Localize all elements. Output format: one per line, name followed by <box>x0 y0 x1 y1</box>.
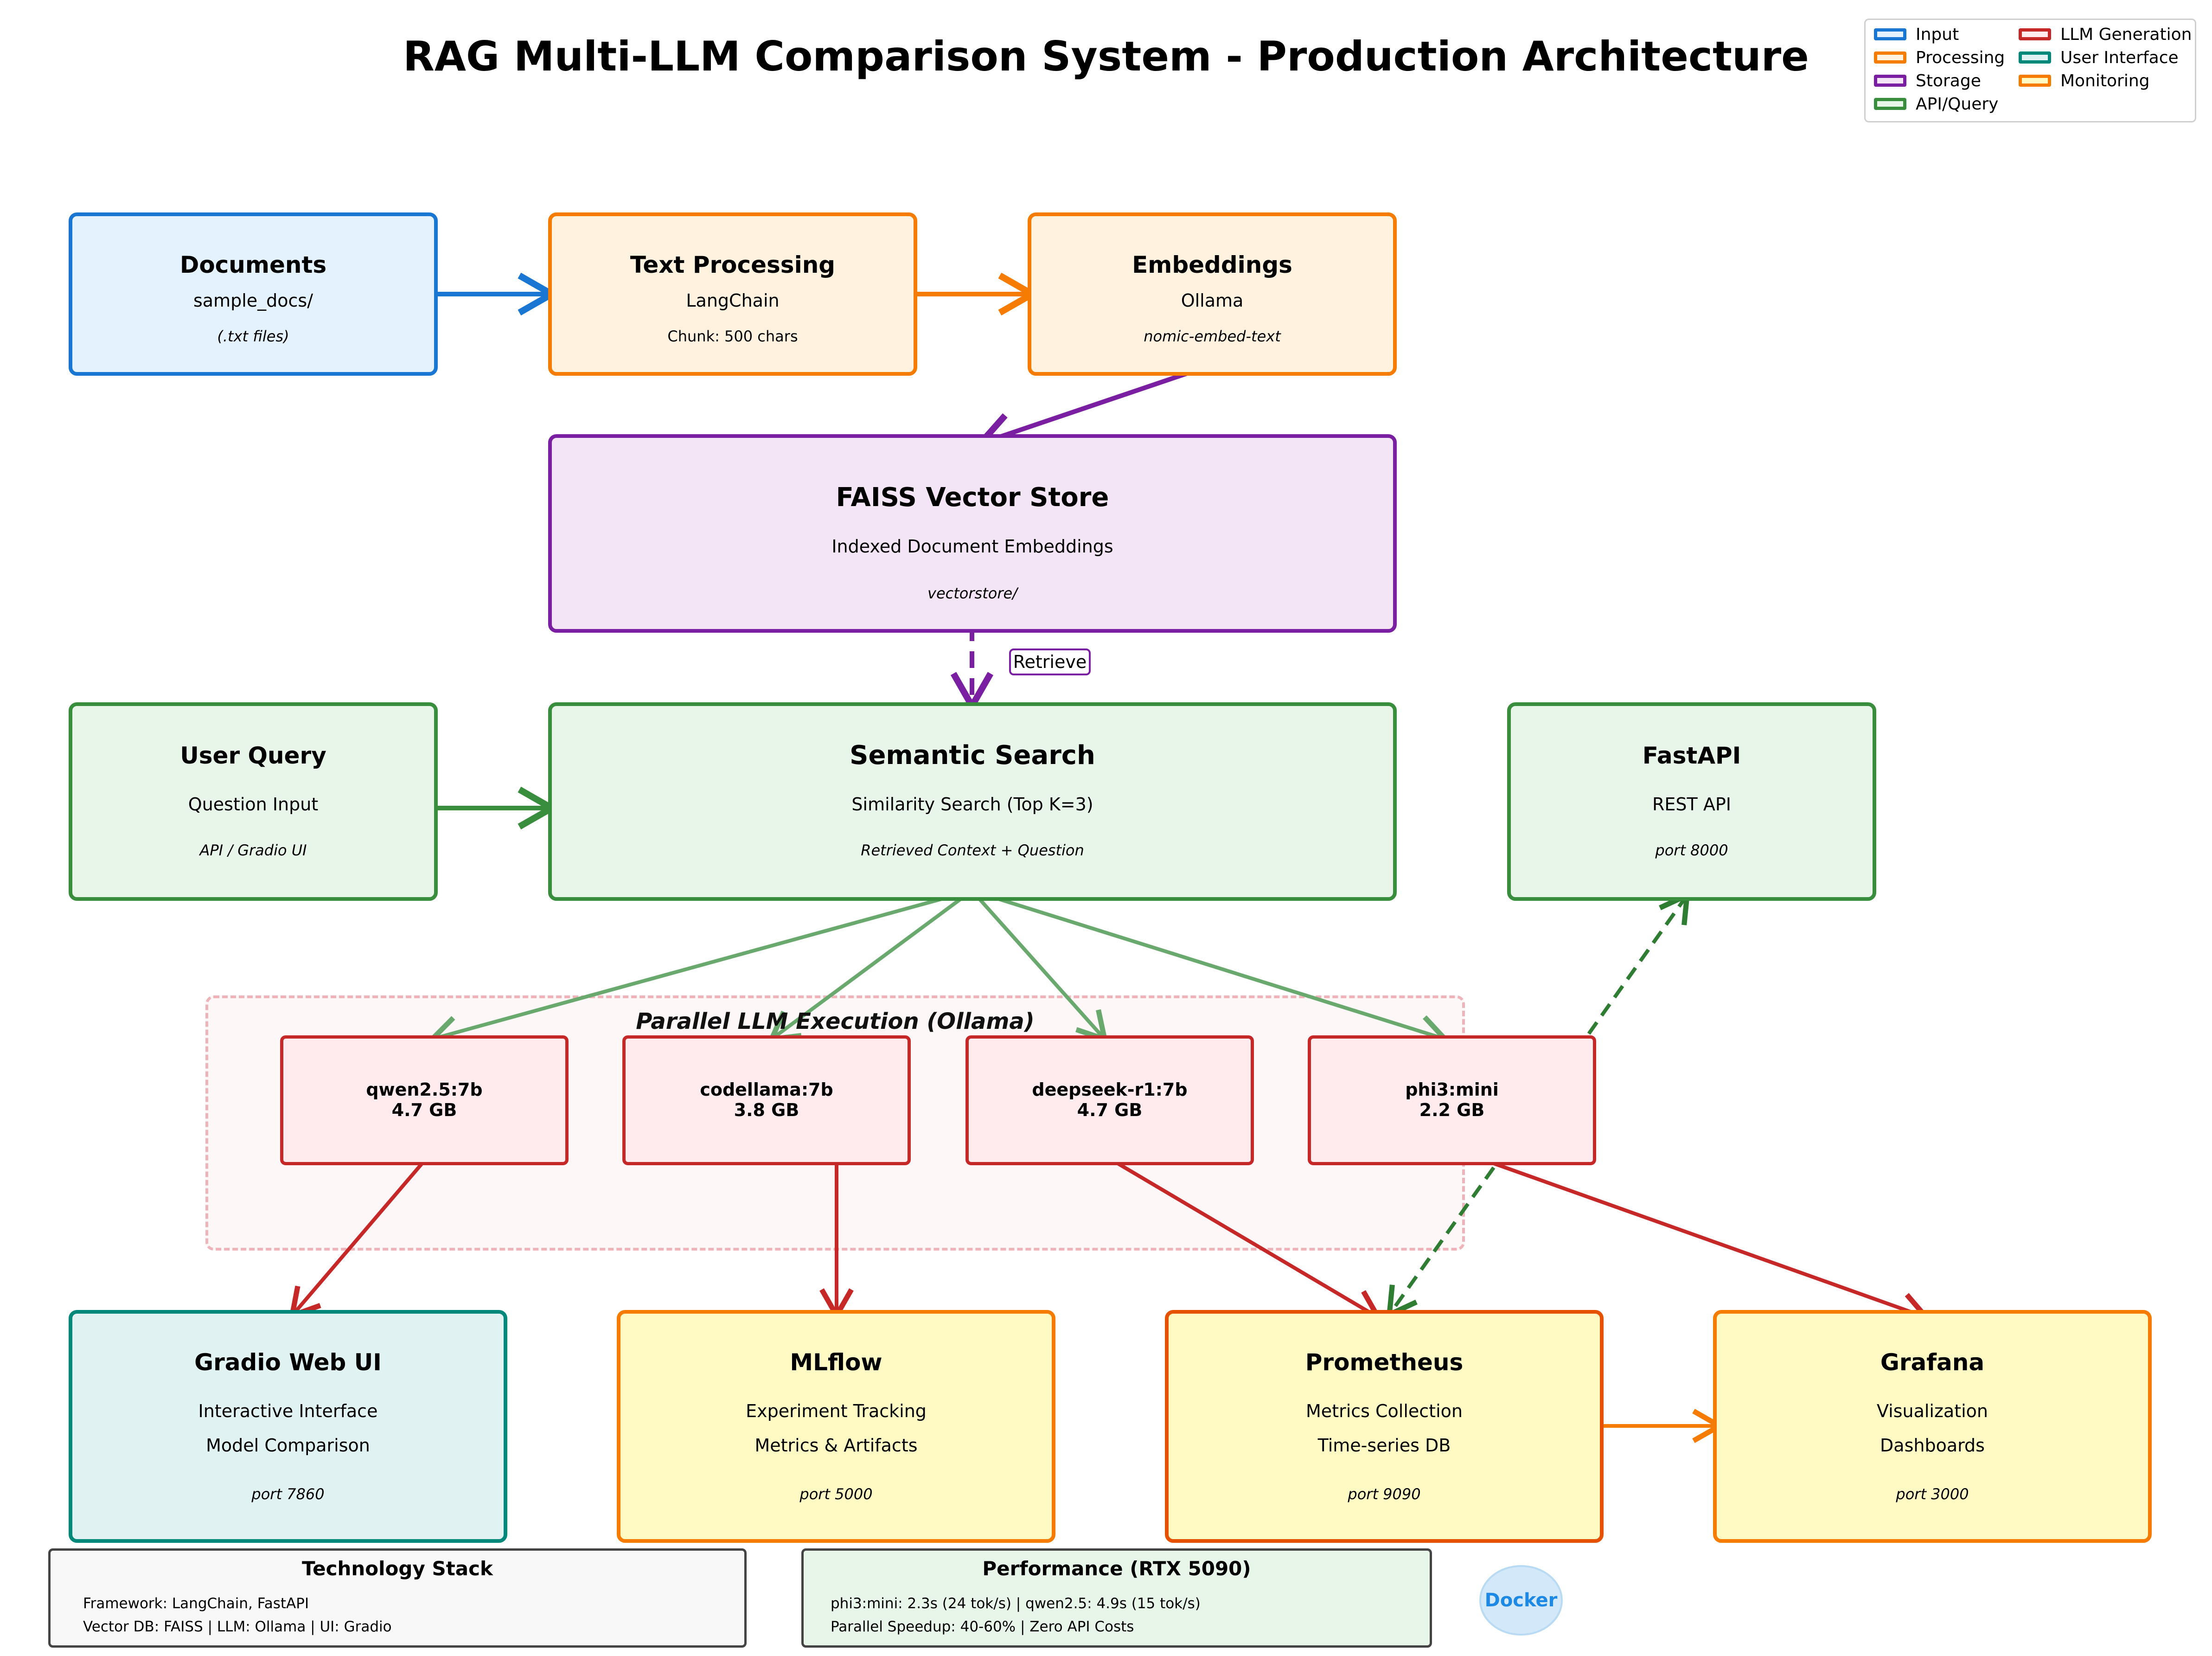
node-embeddings-line1: Ollama <box>1181 290 1244 311</box>
docker-badge: Docker <box>1479 1565 1563 1636</box>
node-user-query: User Query Question Input API / Gradio U… <box>69 702 438 901</box>
parallel-llm-title: Parallel LLM Execution (Ollama) <box>636 1008 1035 1034</box>
node-embeddings: Embeddings Ollama nomic-embed-text <box>1028 212 1397 376</box>
llm-qwen-size: 4.7 GB <box>391 1100 457 1120</box>
edge-search-to-phi3 <box>971 889 1450 1048</box>
performance-panel: Performance (RTX 5090) phi3:mini: 2.3s (… <box>801 1548 1432 1648</box>
performance-line1: phi3:mini: 2.3s (24 tok/s) | qwen2.5: 4.… <box>831 1595 1201 1612</box>
legend-swatch-api-query <box>1874 98 1906 110</box>
node-semantic-search: Semantic Search Similarity Search (Top K… <box>548 702 1397 901</box>
node-user-query-title: User Query <box>180 742 326 769</box>
node-faiss-line2: vectorstore/ <box>927 584 1017 602</box>
llm-phi3-name: phi3:mini <box>1405 1079 1499 1100</box>
legend-swatch-monitoring <box>2019 75 2051 87</box>
node-grafana: Grafana Visualization Dashboards port 30… <box>1713 1310 2152 1543</box>
legend-item-monitoring: Monitoring <box>2060 71 2150 90</box>
node-fastapi-line1: REST API <box>1652 794 1731 815</box>
node-prometheus-line3: port 9090 <box>1348 1485 1421 1503</box>
legend-item-user-interface: User Interface <box>2060 48 2179 67</box>
node-gradio-line1: Interactive Interface <box>198 1401 378 1421</box>
llm-deepseek-size: 4.7 GB <box>1077 1100 1143 1120</box>
node-documents-line1: sample_docs/ <box>193 290 313 311</box>
technology-stack-line2: Vector DB: FAISS | LLM: Ollama | UI: Gra… <box>83 1618 392 1635</box>
node-mlflow-line2: Metrics & Artifacts <box>754 1435 918 1456</box>
node-semantic-search-line2: Retrieved Context + Question <box>861 841 1084 859</box>
legend-swatch-processing <box>1874 51 1906 64</box>
node-prometheus-line1: Metrics Collection <box>1306 1401 1463 1421</box>
technology-stack-panel: Technology Stack Framework: LangChain, F… <box>48 1548 747 1648</box>
llm-phi3-size: 2.2 GB <box>1419 1100 1485 1120</box>
node-faiss-vector-store: FAISS Vector Store Indexed Document Embe… <box>548 434 1397 633</box>
node-fastapi-title: FastAPI <box>1642 742 1741 769</box>
performance-title: Performance (RTX 5090) <box>982 1557 1251 1580</box>
node-grafana-line3: port 3000 <box>1896 1485 1969 1503</box>
legend-swatch-user-interface <box>2019 51 2051 64</box>
node-text-processing-line1: LangChain <box>686 290 780 311</box>
edge-qwen-to-gradio <box>288 1161 425 1320</box>
technology-stack-line1: Framework: LangChain, FastAPI <box>83 1595 309 1612</box>
legend-item-llm-generation: LLM Generation <box>2060 25 2192 44</box>
legend-swatch-llm-generation <box>2019 28 2051 40</box>
node-faiss-title: FAISS Vector Store <box>836 482 1109 513</box>
node-fastapi: FastAPI REST API port 8000 <box>1507 702 1876 901</box>
llm-codellama-name: codellama:7b <box>700 1079 833 1100</box>
node-embeddings-line2: nomic-embed-text <box>1144 327 1281 345</box>
node-text-processing: Text Processing LangChain Chunk: 500 cha… <box>548 212 917 376</box>
llm-qwen-name: qwen2.5:7b <box>366 1079 483 1100</box>
node-documents-line2: (.txt files) <box>217 327 289 345</box>
retrieve-label: Retrieve <box>1009 648 1091 675</box>
performance-line2: Parallel Speedup: 40-60% | Zero API Cost… <box>831 1618 1134 1635</box>
node-prometheus-title: Prometheus <box>1305 1349 1464 1376</box>
node-mlflow-line1: Experiment Tracking <box>746 1401 927 1421</box>
node-grafana-line1: Visualization <box>1876 1401 1988 1421</box>
node-mlflow: MLflow Experiment Tracking Metrics & Art… <box>617 1310 1055 1543</box>
legend-item-processing: Processing <box>1916 48 2005 67</box>
legend-item-storage: Storage <box>1916 71 1981 90</box>
legend-swatch-storage <box>1874 75 1906 87</box>
edge-search-to-deepseek <box>971 889 1108 1043</box>
legend-swatch-input <box>1874 28 1906 40</box>
node-mlflow-line3: port 5000 <box>799 1485 873 1503</box>
node-prometheus-line2: Time-series DB <box>1317 1435 1451 1456</box>
technology-stack-title: Technology Stack <box>302 1557 493 1580</box>
node-text-processing-line2: Chunk: 500 chars <box>667 327 798 345</box>
llm-codellama: codellama:7b 3.8 GB <box>622 1035 911 1165</box>
legend-item-api-query: API/Query <box>1916 95 1999 114</box>
node-gradio-line3: port 7860 <box>251 1485 325 1503</box>
node-gradio: Gradio Web UI Interactive Interface Mode… <box>69 1310 507 1543</box>
edge-deepseek-to-prometheus <box>1112 1159 1383 1320</box>
legend: Input Processing Storage API/Query LLM G… <box>1864 19 2196 122</box>
llm-phi3: phi3:mini 2.2 GB <box>1308 1035 1596 1165</box>
node-grafana-title: Grafana <box>1880 1349 1985 1376</box>
node-mlflow-title: MLflow <box>790 1349 882 1376</box>
edge-search-to-codellama <box>767 889 973 1042</box>
node-embeddings-title: Embeddings <box>1132 251 1292 278</box>
edge-search-to-qwen <box>427 889 973 1049</box>
node-grafana-line2: Dashboards <box>1880 1435 1985 1456</box>
llm-codellama-size: 3.8 GB <box>734 1100 799 1120</box>
diagram-title: RAG Multi-LLM Comparison System - Produc… <box>403 32 1809 80</box>
node-documents: Documents sample_docs/ (.txt files) <box>69 212 438 376</box>
node-semantic-search-title: Semantic Search <box>850 740 1095 770</box>
edge-embeddings-to-faiss <box>974 363 1211 454</box>
node-documents-title: Documents <box>179 251 327 278</box>
node-prometheus: Prometheus Metrics Collection Time-serie… <box>1165 1310 1604 1543</box>
legend-item-input: Input <box>1916 25 1959 44</box>
llm-deepseek: deepseek-r1:7b 4.7 GB <box>965 1035 1254 1165</box>
node-faiss-line1: Indexed Document Embeddings <box>831 536 1113 557</box>
llm-deepseek-name: deepseek-r1:7b <box>1032 1079 1188 1100</box>
node-semantic-search-line1: Similarity Search (Top K=3) <box>851 794 1093 815</box>
node-gradio-title: Gradio Web UI <box>194 1349 382 1376</box>
node-gradio-line2: Model Comparison <box>206 1435 370 1456</box>
node-text-processing-title: Text Processing <box>630 251 836 278</box>
node-user-query-line1: Question Input <box>188 794 319 815</box>
llm-qwen: qwen2.5:7b 4.7 GB <box>280 1035 569 1165</box>
node-user-query-line2: API / Gradio UI <box>199 841 307 859</box>
node-fastapi-line2: port 8000 <box>1655 841 1728 859</box>
